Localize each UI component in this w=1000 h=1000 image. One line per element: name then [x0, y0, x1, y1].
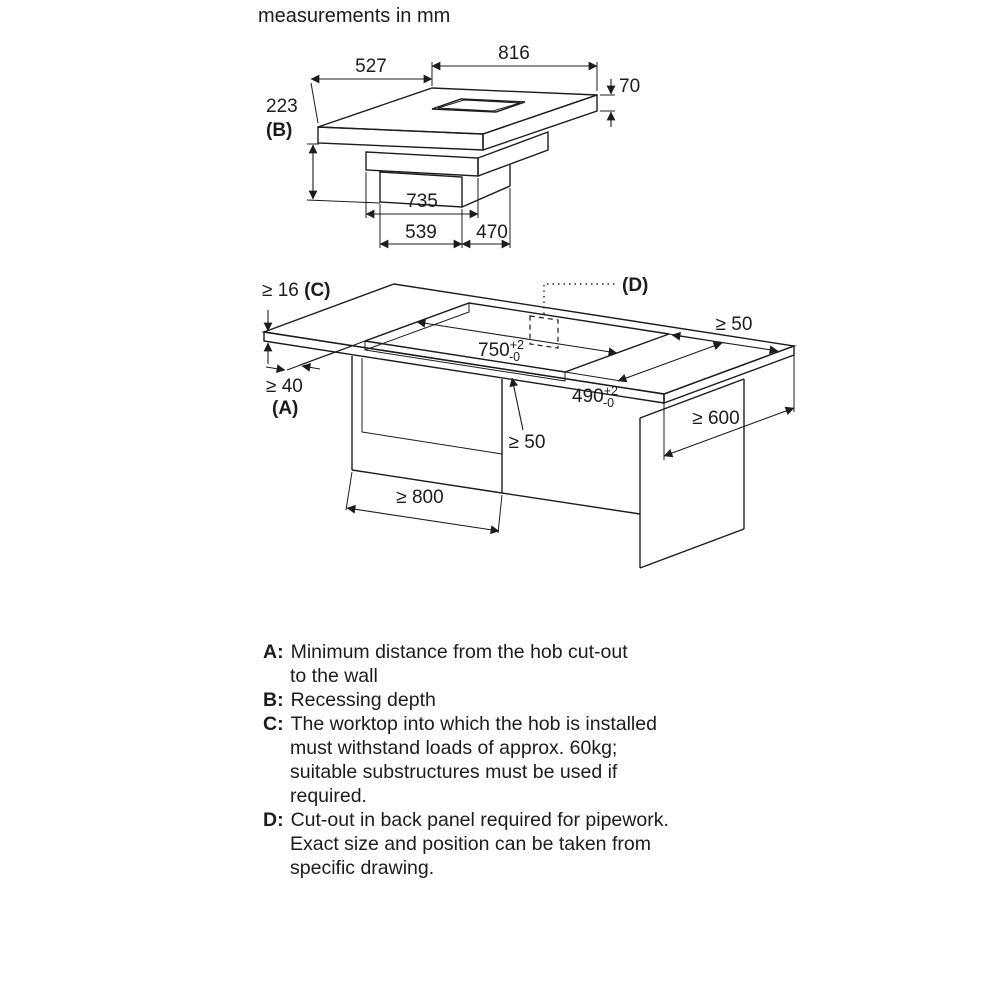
vent-grille-outer [431, 98, 526, 113]
legend-key-a: A: [263, 641, 284, 663]
dim-750 [416, 318, 618, 357]
label-16: ≥ 16 (C) [262, 280, 331, 301]
cabinet-shelf-front-edge [351, 469, 503, 494]
worktop-right-end-face [663, 344, 795, 405]
ext-490-front [564, 371, 622, 382]
vent-grille-inner [437, 99, 521, 112]
label-50-right: ≥ 50 [716, 314, 753, 335]
cutout-left-inner-wall [364, 302, 470, 351]
label-223-ref: (B) [266, 120, 292, 141]
page-title: measurements in mm [258, 5, 451, 27]
cabinet-right-bottom-edge [639, 528, 745, 569]
dim-40-right-arrow [301, 363, 321, 372]
label-600: ≥ 600 [692, 408, 739, 429]
ext-527-left [310, 82, 319, 124]
worktop-view [261, 283, 797, 405]
legend-text: to the wall [290, 665, 378, 687]
label-539: 539 [405, 222, 437, 243]
dim-50-right [671, 331, 779, 355]
label-223: 223 [266, 96, 298, 117]
legend-text: suitable substructures must be used if [290, 761, 618, 783]
legend-text: The worktop into which the hob is instal… [290, 713, 657, 735]
label-50-front: ≥ 50 [509, 432, 546, 453]
legend-item-a: A:Minimum distance from the hob cut-out … [263, 640, 669, 688]
label-816: 816 [498, 43, 530, 64]
dim-600 [663, 406, 795, 458]
legend-key-d: D: [263, 809, 284, 831]
hob-top-view [317, 87, 598, 208]
label-490: 490+2-0 [572, 384, 618, 410]
legend-text: Exact size and position can be taken fro… [290, 833, 651, 855]
cabinet-right-top-edge [639, 378, 745, 419]
worktop-dimensions: ≥ 16 (C) (D) 750+2-0 490+2-0 ≥ 50 ≥ 50 ≥… [262, 275, 795, 535]
label-750: 750+2-0 [478, 338, 524, 364]
cabinet-bottom-front-edge [501, 492, 641, 515]
label-70: 70 [619, 76, 640, 97]
hob-front-face [317, 126, 484, 151]
legend-text: required. [290, 785, 367, 807]
hob-top-face [317, 87, 598, 135]
hob-base-upper-right [477, 130, 549, 178]
cabinet-interior-bottom-edge [361, 431, 503, 455]
dim-40-left-arrow [265, 364, 286, 374]
ext-223-bottom [306, 199, 381, 204]
legend-key-b: B: [263, 689, 284, 711]
pipework-leader-dotted [543, 283, 616, 314]
hob-dimensions: 527 816 223 (B) 70 735 [266, 43, 640, 249]
legend-text: Cut-out in back panel required for pipew… [290, 809, 669, 831]
label-470: 470 [476, 222, 508, 243]
ext-800-right [497, 494, 503, 534]
legend-text: specific drawing. [290, 857, 435, 879]
legend-item-c: C: The worktop into which the hob is inst… [263, 712, 669, 808]
dim-800 [346, 504, 500, 535]
legend-key-c: C: [263, 713, 284, 735]
label-40-ref: (A) [272, 398, 298, 419]
label-527: 527 [355, 56, 387, 77]
legend-item-b: B: Recessing depth [263, 688, 669, 712]
hob-base-lower-bottom-edge [461, 185, 511, 208]
label-d-ref: (D) [622, 275, 648, 296]
legend-text: Recessing depth [290, 689, 436, 711]
hob-right-face [482, 94, 598, 151]
label-40: ≥ 40 [266, 376, 303, 397]
legend-item-d: D: Cut-out in back panel required for pip… [263, 808, 669, 880]
dim-490 [617, 341, 723, 383]
legend-text: must withstand loads of approx. 60kg; [290, 737, 618, 759]
label-800: ≥ 800 [396, 487, 443, 508]
ext-40-edge [286, 345, 353, 371]
legend-text: Minimum distance from the hob cut-out [290, 641, 628, 663]
cabinet-view [351, 356, 745, 569]
label-735: 735 [406, 191, 438, 212]
dim-50-front-leader [509, 377, 524, 431]
legend: A:Minimum distance from the hob cut-out … [263, 640, 669, 880]
ext-800-left [345, 471, 353, 511]
